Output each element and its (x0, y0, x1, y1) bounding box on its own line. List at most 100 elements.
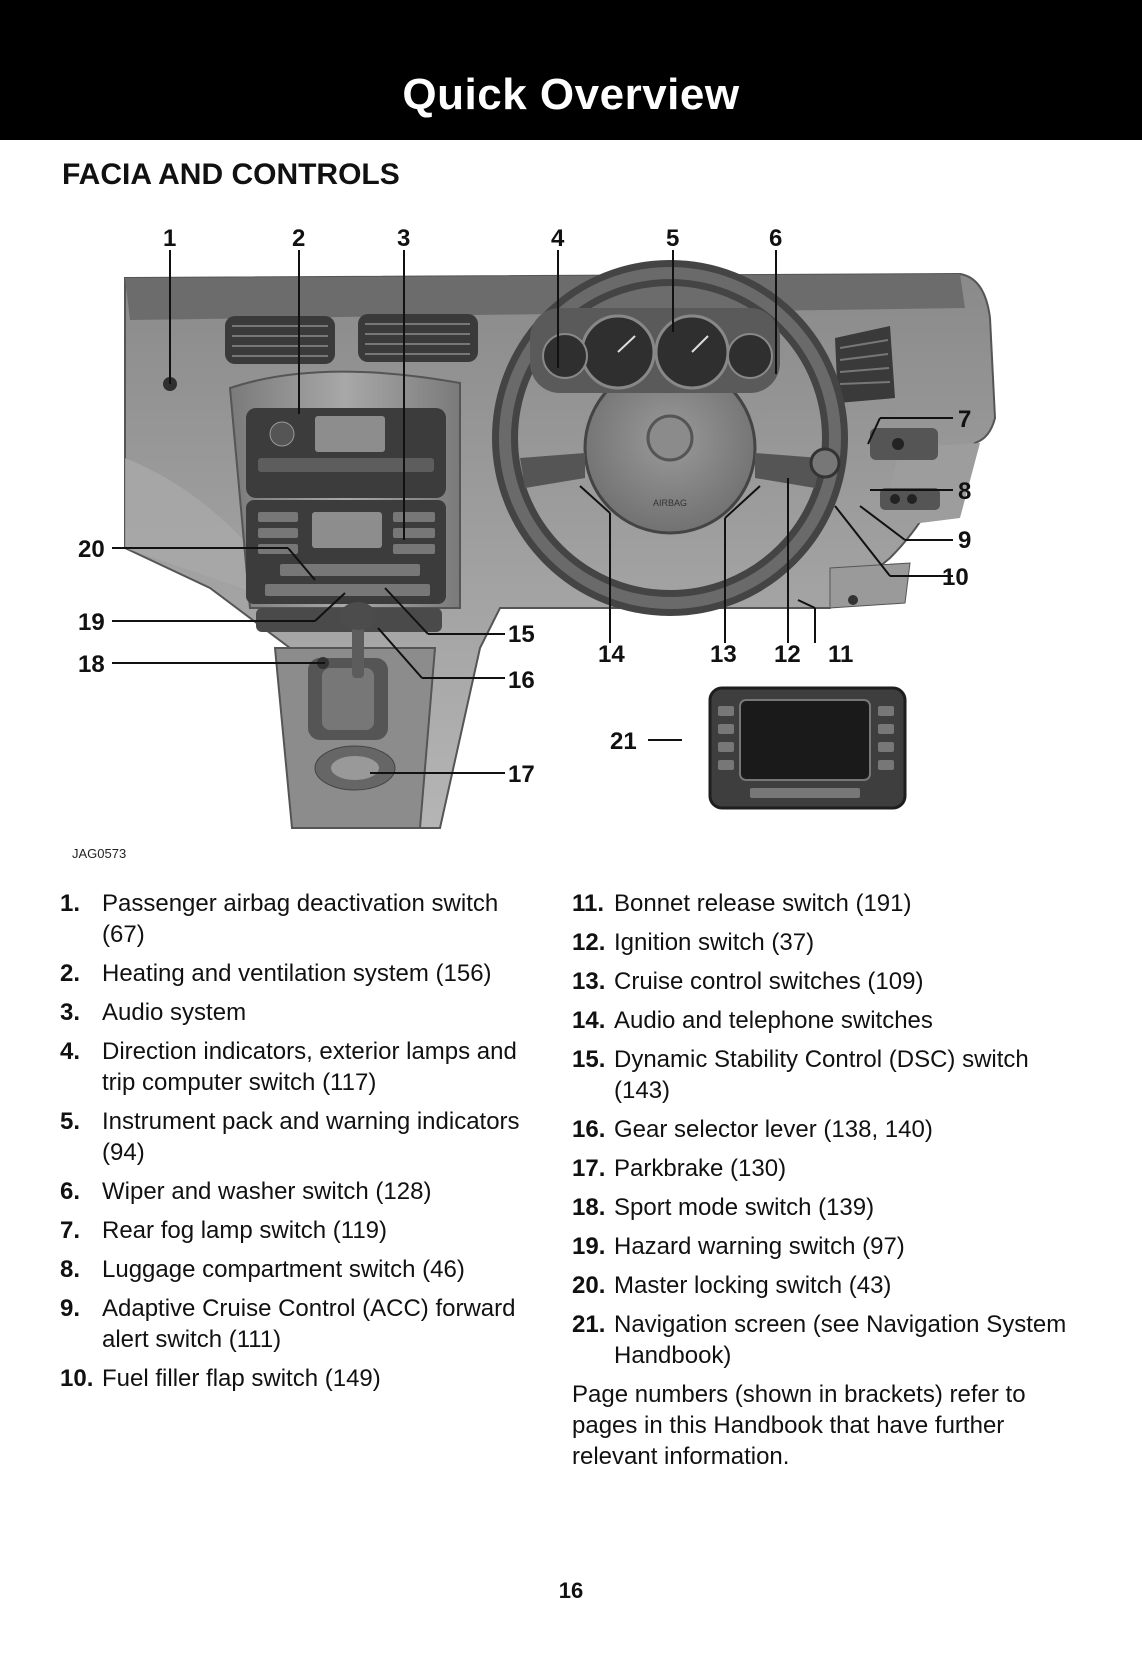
legend-text: Master locking switch (43) (614, 1272, 892, 1299)
callout-10: 10 (942, 564, 969, 591)
callout-1: 1 (163, 228, 176, 252)
figure-code: JAG0573 (72, 846, 127, 861)
callout-11: 11 (828, 641, 853, 668)
legend-item: 19.Hazard warning switch (97) (572, 1231, 1072, 1262)
callout-16: 16 (508, 667, 535, 694)
legend-text: Bonnet release switch (191) (614, 890, 912, 917)
instrument-cluster (530, 308, 780, 393)
leader-lines (112, 250, 953, 774)
callout-20: 20 (78, 536, 105, 563)
callout-8: 8 (958, 478, 971, 505)
callout-3: 3 (397, 228, 410, 252)
legend-item: 4. Direction indicators, exterior lamps a… (60, 1036, 540, 1098)
callout-5: 5 (666, 228, 679, 252)
dashboard-illustration: AIRBAG (60, 225, 1050, 868)
callout-12: 12 (774, 641, 801, 668)
legend-item: 10. Fuel filler flap switch (149) (60, 1363, 540, 1394)
legend-number: 3. (60, 999, 81, 1026)
legend-number: 7. (60, 1217, 81, 1244)
legend-text: Audio system (102, 999, 247, 1026)
legend-item: 1. Passenger airbag deactivation switch (… (60, 888, 540, 950)
header-bar: Quick Overview (0, 0, 1142, 140)
legend-text: Navigation screen (see Navigation System… (614, 1311, 1067, 1369)
airbag-label: AIRBAG (653, 498, 687, 508)
page-reference-note: Page numbers (shown in brackets) refer t… (572, 1381, 1026, 1470)
legend-text: Dynamic Stability Control (DSC) switch (… (614, 1046, 1029, 1104)
legend-item: 17.Parkbrake (130) (572, 1153, 1072, 1184)
legend-item: 20. Master locking switch (43) (572, 1270, 1072, 1301)
bonnet-release (829, 562, 911, 609)
legend-item: 13. Cruise control switches (109) (572, 966, 1072, 997)
callout-19: 19 (78, 609, 105, 636)
legend-left-column: 1. Passenger airbag deactivation switch (… (60, 888, 540, 1402)
steering-wheel: AIRBAG (492, 260, 848, 616)
legend-item: 12. Ignition switch (37) (572, 927, 1072, 958)
legend-item: 6. Wiper and washer switch (128) (60, 1176, 540, 1207)
legend-number: 21. (572, 1311, 606, 1338)
legend-number: 6. (60, 1178, 81, 1205)
legend-text: Passenger airbag deactivation switch (67… (102, 890, 499, 948)
legend-number: 9. (60, 1295, 81, 1322)
legend-item: 15. Dynamic Stability Control (DSC) switc… (572, 1044, 1072, 1106)
legend-item: 11. Bonnet release switch (191) (572, 888, 1072, 919)
right-switch-pack (870, 428, 940, 510)
legend-number: 20. (572, 1272, 606, 1299)
legend-number: 2. (60, 960, 81, 987)
legend-text: Sport mode switch (139) (614, 1194, 875, 1221)
centre-console (228, 370, 461, 632)
legend-number: 8. (60, 1256, 81, 1283)
navigation-screen (708, 686, 907, 810)
legend-number: 5. (60, 1108, 81, 1135)
legend-item: 5. Instrument pack and warning indicators… (60, 1106, 540, 1168)
callout-2: 2 (292, 228, 305, 252)
legend-text: Cruise control switches (109) (614, 968, 924, 995)
legend-right-column: 11. Bonnet release switch (191) 12. Igniti… (572, 888, 1072, 1472)
legend-number: 18. (572, 1194, 606, 1221)
callout-7: 7 (958, 406, 971, 433)
legend-text: Wiper and washer switch (128) (102, 1178, 432, 1205)
legend-item: 8. Luggage compartment switch (46) (60, 1254, 540, 1285)
callout-15: 15 (508, 621, 535, 648)
legend-text: Heating and ventilation system (156) (102, 960, 492, 987)
legend-number: 16. (572, 1116, 606, 1143)
ignition-switch (809, 447, 841, 479)
callout-9: 9 (958, 527, 971, 554)
legend-item: 3. Audio system (60, 997, 540, 1028)
legend-item: 2. Heating and ventilation system (156) (60, 958, 540, 989)
legend-text: Fuel filler flap switch (149) (102, 1365, 381, 1392)
legend-number: 11. (572, 890, 605, 917)
callout-6: 6 (769, 228, 782, 252)
page-title: Quick Overview (402, 70, 740, 119)
legend-number: 14. (572, 1007, 606, 1034)
callout-18: 18 (78, 651, 105, 678)
callout-17: 17 (508, 761, 535, 788)
legend-item: 9. Adaptive Cruise Control (ACC) forward … (60, 1293, 540, 1355)
legend-text: Adaptive Cruise Control (ACC) forward al… (102, 1295, 516, 1353)
legend-item: 7. Rear fog lamp switch (119) (60, 1215, 540, 1246)
legend-text: Parkbrake (130) (614, 1155, 787, 1182)
callout-21: 21 (610, 728, 637, 755)
legend-number: 15. (572, 1046, 606, 1073)
section-title: FACIA AND CONTROLS (62, 158, 400, 191)
air-vents (225, 314, 895, 403)
callout-4: 4 (551, 228, 565, 252)
legend-item: 16. Gear selector lever (138, 140) (572, 1114, 1072, 1145)
legend-number: 13. (572, 968, 606, 995)
legend-text: Ignition switch (37) (614, 929, 815, 956)
legend-text: Rear fog lamp switch (119) (102, 1217, 387, 1244)
legend-text: Direction indicators, exterior lamps and… (102, 1038, 517, 1096)
legend-number: 12. (572, 929, 606, 956)
legend-text: Instrument pack and warning indicators (… (102, 1108, 520, 1166)
callout-13: 13 (710, 641, 737, 668)
legend-number: 4. (60, 1038, 81, 1065)
legend-text: Audio and telephone switches (614, 1007, 933, 1034)
legend-text: Luggage compartment switch (46) (102, 1256, 465, 1283)
legend-number: 1. (60, 890, 81, 917)
callout-14: 14 (598, 641, 625, 668)
legend-item: 18. Sport mode switch (139) (572, 1192, 1072, 1223)
legend-number: 10. (60, 1365, 94, 1392)
page-number: 16 (558, 1578, 584, 1603)
legend-item: 14. Audio and telephone switches (572, 1005, 1072, 1036)
legend-text: Gear selector lever (138, 140) (614, 1116, 933, 1143)
callout-numbers: 1 2 3 4 5 6 7 8 9 10 11 12 13 14 15 16 1… (78, 225, 971, 788)
